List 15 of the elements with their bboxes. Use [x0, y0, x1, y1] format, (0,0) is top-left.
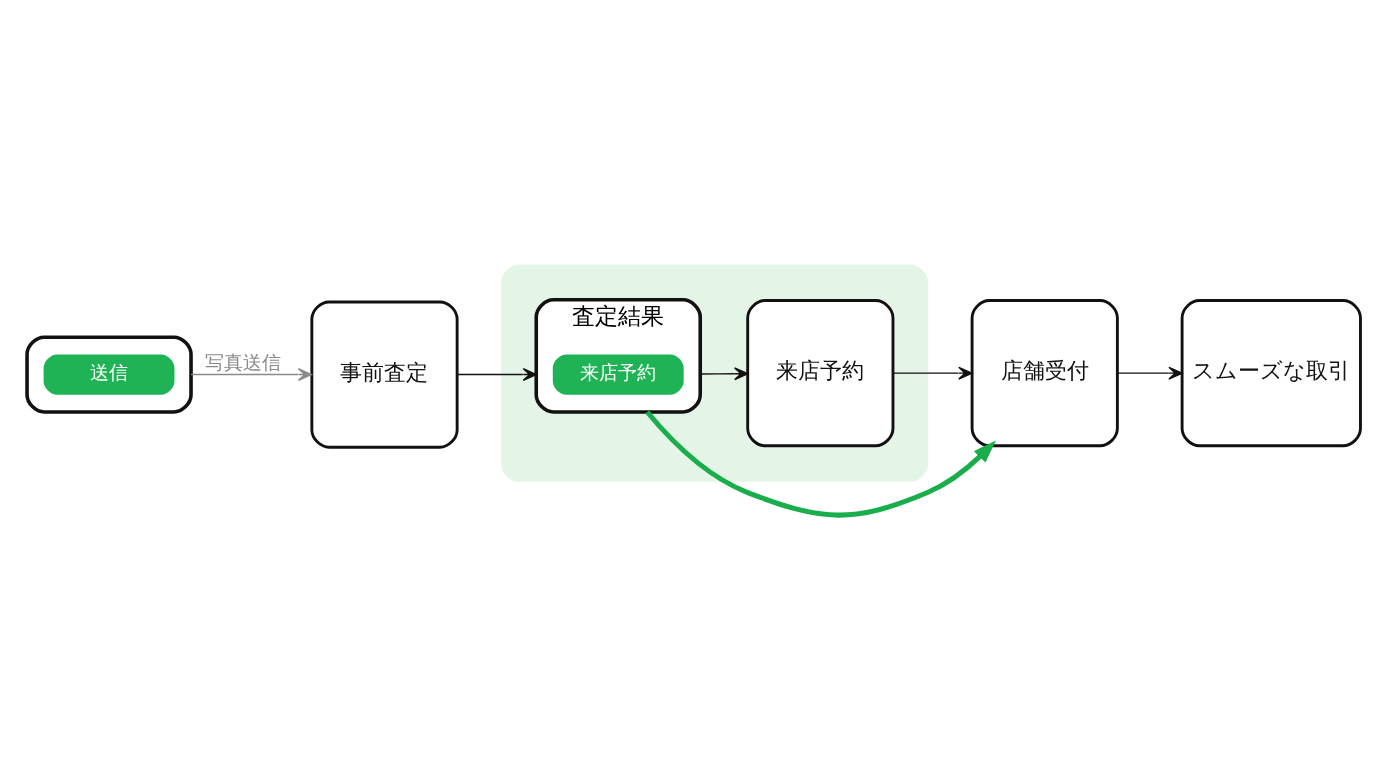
cluster — [501, 264, 929, 482]
edge-label: 写真送信 — [204, 351, 281, 373]
node-box: 来店予約 — [746, 298, 895, 447]
arrow — [892, 366, 973, 380]
node-box: スムーズな取引 — [1180, 298, 1362, 447]
node-box: 来店予約 — [552, 353, 684, 395]
node-box: 店舗受付 — [970, 298, 1119, 447]
arrow — [190, 367, 313, 381]
arrow — [457, 367, 537, 381]
arrow — [699, 366, 749, 380]
node-box: 事前査定 — [310, 300, 459, 449]
node-box: 送信 — [43, 353, 175, 395]
arrow — [645, 409, 996, 518]
cluster — [25, 334, 193, 414]
arrow — [1116, 366, 1183, 380]
